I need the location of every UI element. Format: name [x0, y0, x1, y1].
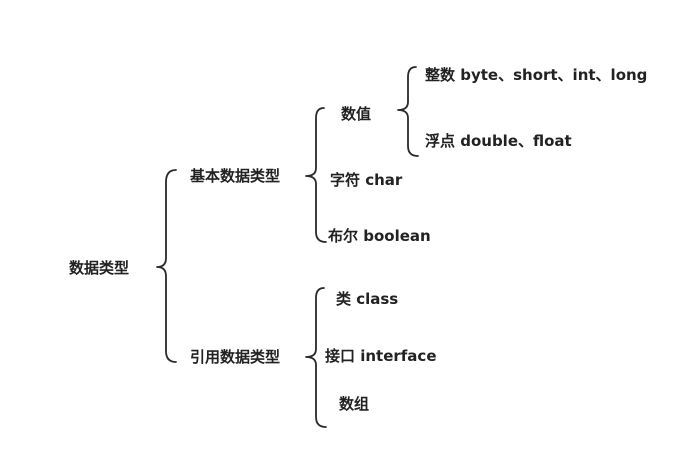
numeric-bracket	[397, 66, 419, 157]
root-label: 数据类型	[69, 259, 130, 277]
node-array: 数组	[339, 395, 370, 413]
node-char: 字符 char	[330, 171, 403, 189]
node-class: 类 class	[336, 290, 399, 308]
branch-basic-types: 基本数据类型	[190, 167, 281, 185]
branch-reference-types: 引用数据类型	[190, 348, 281, 366]
root-bracket	[156, 169, 177, 363]
node-float: 浮点 double、float	[425, 132, 572, 150]
basic-types-bracket	[305, 107, 327, 243]
node-interface: 接口 interface	[325, 347, 437, 365]
reference-types-bracket	[305, 287, 327, 428]
node-boolean: 布尔 boolean	[328, 227, 431, 245]
node-numeric: 数值	[341, 105, 372, 123]
node-integer: 整数 byte、short、int、long	[425, 66, 648, 84]
